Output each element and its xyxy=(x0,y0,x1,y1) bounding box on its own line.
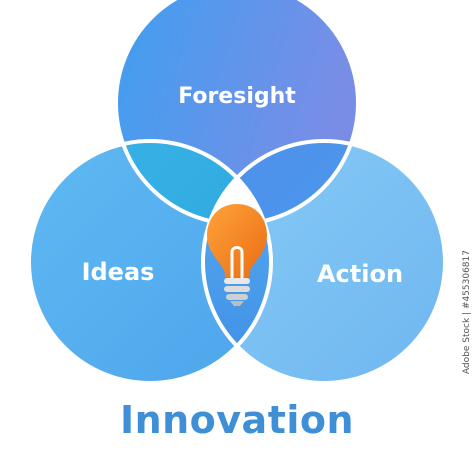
stock-credit: Adobe Stock | #455306817 xyxy=(462,250,472,375)
label-action: Action xyxy=(317,260,403,288)
overlap-foresight-ideas xyxy=(116,141,271,224)
label-foresight: Foresight xyxy=(178,84,296,109)
overlap-foresight-action xyxy=(203,141,358,224)
lightbulb-icon xyxy=(207,204,267,306)
label-ideas: Ideas xyxy=(82,258,155,286)
circle-outlines xyxy=(27,0,447,385)
diagram-title: Innovation xyxy=(119,398,355,442)
